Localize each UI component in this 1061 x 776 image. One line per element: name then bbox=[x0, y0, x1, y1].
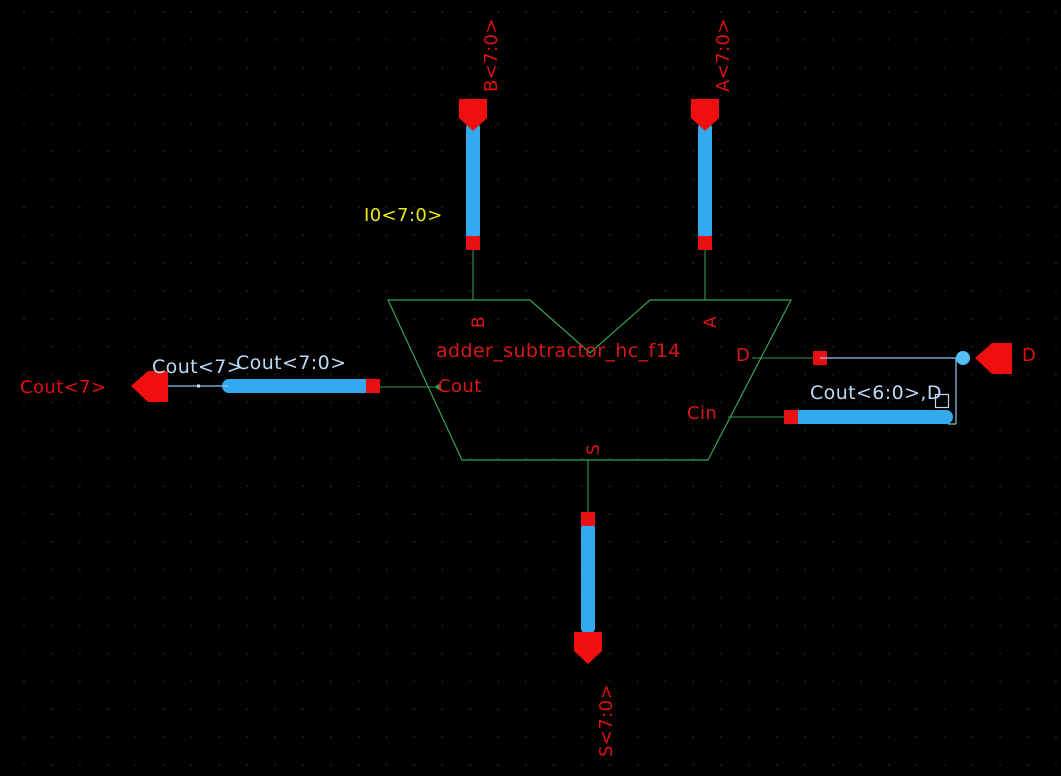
bus-wire-cin[interactable] bbox=[790, 410, 953, 424]
bus-endpoint-b[interactable] bbox=[466, 236, 480, 250]
bus-endpoint-a[interactable] bbox=[698, 236, 712, 250]
pin-arrow-cout bbox=[434, 383, 441, 391]
port-marker-b[interactable] bbox=[459, 99, 487, 131]
bus-wire-b[interactable] bbox=[466, 122, 480, 240]
port-marker-cout[interactable] bbox=[131, 371, 168, 402]
bus-wire-a[interactable] bbox=[698, 122, 712, 240]
bus-endpoint-cin[interactable] bbox=[784, 410, 798, 424]
symbol-outline bbox=[387, 299, 792, 461]
bus-endpoint-s[interactable] bbox=[581, 512, 595, 526]
port-marker-d[interactable] bbox=[975, 343, 1012, 374]
bus-wire-s[interactable] bbox=[581, 522, 595, 634]
port-marker-a[interactable] bbox=[691, 99, 719, 131]
port-marker-s[interactable] bbox=[574, 632, 602, 664]
bus-wire-cout[interactable] bbox=[222, 379, 372, 393]
selection-handle[interactable] bbox=[934, 393, 950, 409]
bus-endpoint-cout[interactable] bbox=[366, 379, 380, 393]
wire-midpoint-marker bbox=[197, 384, 200, 388]
junction-dot-d[interactable] bbox=[956, 351, 970, 365]
symbol-body-adder-subtractor[interactable] bbox=[387, 299, 792, 461]
